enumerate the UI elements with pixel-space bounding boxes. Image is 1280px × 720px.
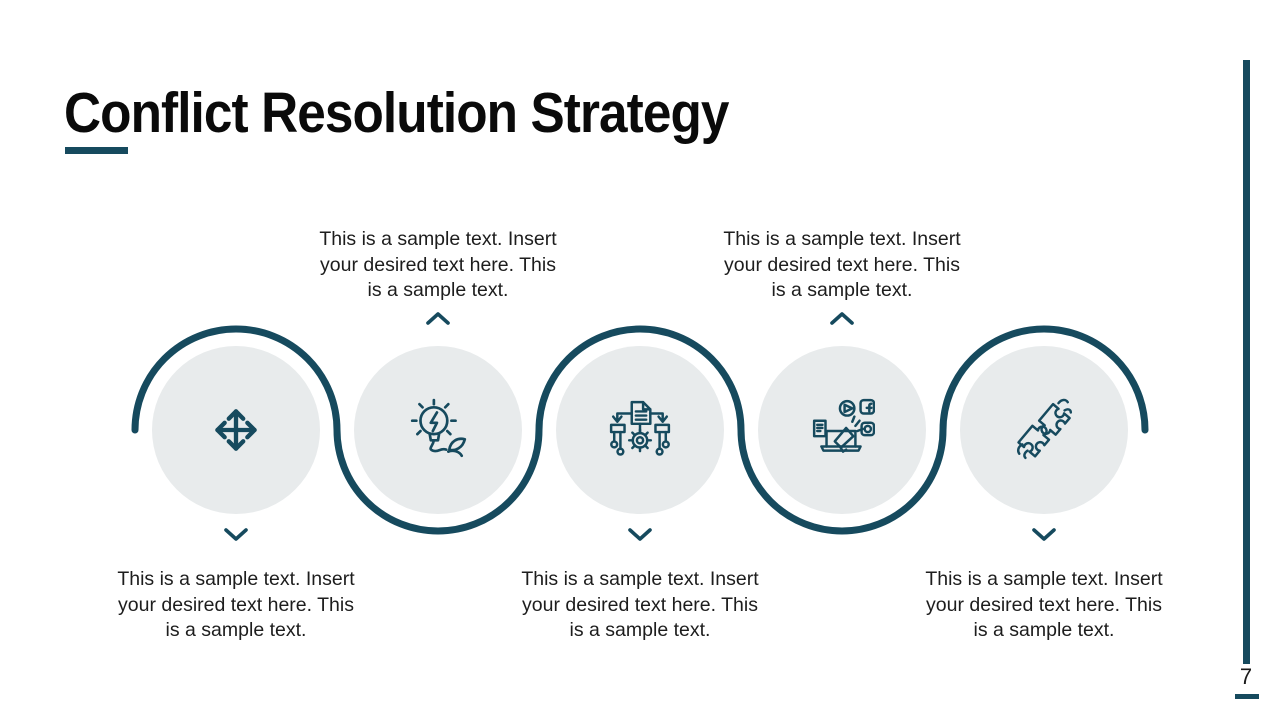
social-media-marketing-icon — [809, 397, 876, 463]
page-number-underline — [1235, 694, 1259, 699]
puzzle-pieces-conflict-icon — [1011, 397, 1077, 463]
text-line: is a sample text. — [973, 619, 1115, 641]
chevron-down-icon — [223, 528, 249, 542]
text-line: your desired text here. This — [522, 593, 758, 616]
chevron-down-icon — [627, 528, 653, 542]
text-line: This is a sample text. Insert — [521, 568, 759, 590]
step-4-text: This is a sample text. Insert your desir… — [704, 227, 980, 304]
chevron-up-icon — [425, 311, 451, 325]
text-line: your desired text here. This — [320, 253, 556, 276]
chevron-up-icon — [829, 311, 855, 325]
page-title: Conflict Resolution Strategy — [64, 81, 729, 145]
title-underline-accent — [65, 147, 128, 154]
step-3-text: This is a sample text. Insert your desir… — [502, 567, 778, 644]
eco-idea-lightbulb-icon — [405, 397, 471, 463]
text-line: your desired text here. This — [118, 593, 354, 616]
text-line: is a sample text. — [165, 619, 307, 641]
text-line: This is a sample text. Insert — [319, 228, 557, 250]
page-number: 7 — [1239, 664, 1253, 689]
text-line: your desired text here. This — [724, 253, 960, 276]
text-line: This is a sample text. Insert — [925, 568, 1163, 590]
text-line: is a sample text. — [569, 619, 711, 641]
move-arrows-icon — [203, 397, 269, 463]
right-accent-bar — [1243, 60, 1250, 664]
text-line: your desired text here. This — [926, 593, 1162, 616]
text-line: This is a sample text. Insert — [117, 568, 355, 590]
document-workflow-gear-icon — [607, 397, 673, 463]
text-line: is a sample text. — [367, 279, 509, 301]
step-1-text: This is a sample text. Insert your desir… — [98, 567, 374, 644]
text-line: This is a sample text. Insert — [723, 228, 961, 250]
step-2-text: This is a sample text. Insert your desir… — [300, 227, 576, 304]
chevron-down-icon — [1031, 528, 1057, 542]
step-5-text: This is a sample text. Insert your desir… — [906, 567, 1182, 644]
text-line: is a sample text. — [771, 279, 913, 301]
